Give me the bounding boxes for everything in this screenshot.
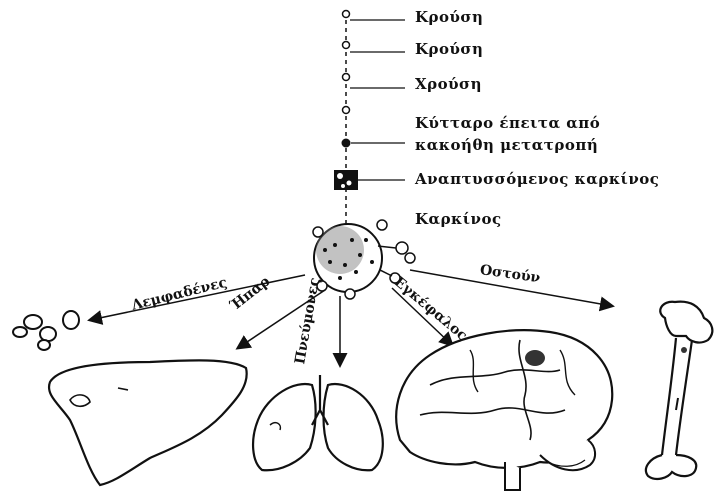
lymph-nodes-drawing <box>13 311 79 350</box>
developing-cancer-label: Αναπτυσσόμενος καρκίνος <box>415 170 659 188</box>
malignant-cell-label-line1: Κύτταρο έπειτα από <box>415 114 600 132</box>
brain-drawing <box>396 330 612 490</box>
cell-stage-2 <box>343 42 350 49</box>
cancer-label: Καρκίνος <box>415 210 502 228</box>
cell-stage-3 <box>343 74 350 81</box>
stage-hit-1-label: Κρούση <box>415 8 483 26</box>
cell-stage-1 <box>343 11 350 18</box>
lungs-drawing <box>253 375 383 470</box>
malignant-cell <box>342 139 351 148</box>
stage-hit-2-label: Κρούση <box>415 40 483 58</box>
liver-drawing <box>49 360 247 485</box>
malignant-cell-label-line2: κακοήθη μετατροπή <box>415 136 598 154</box>
cell-stage-4 <box>343 107 350 114</box>
stage-hit-3-label: Χρούση <box>415 75 482 93</box>
bone-drawing <box>646 302 712 479</box>
developing-cancer-cluster <box>334 170 358 190</box>
